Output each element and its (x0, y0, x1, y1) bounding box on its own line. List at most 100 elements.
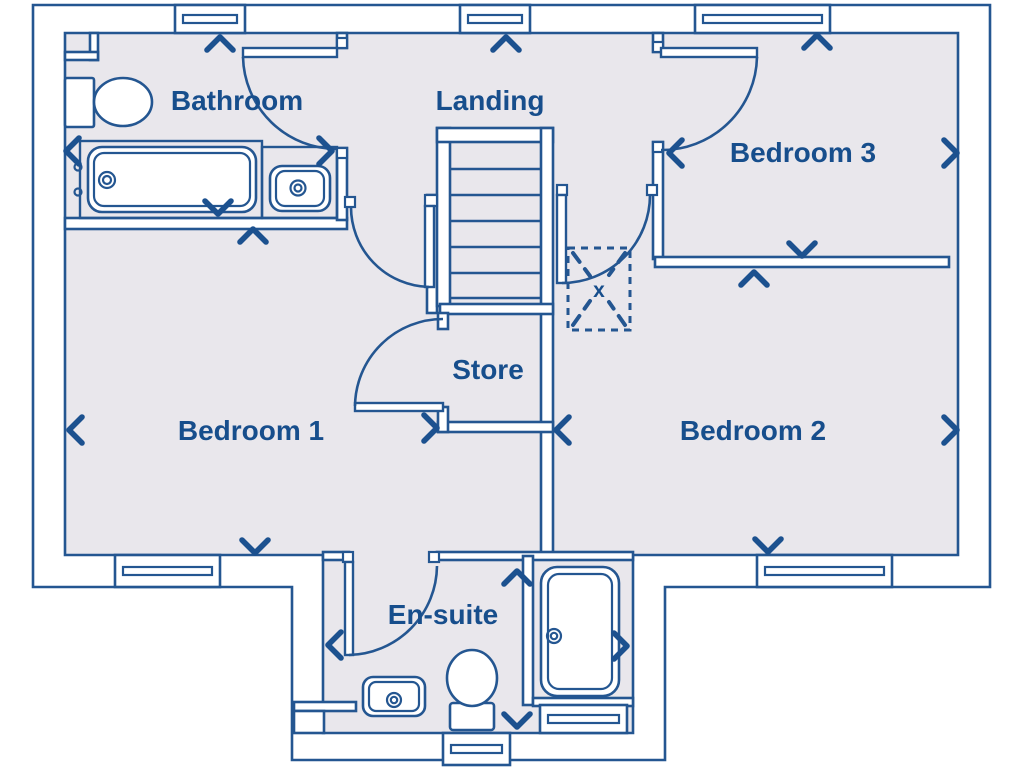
tap-handle (73, 187, 83, 197)
window-glazing (181, 13, 239, 25)
interior-walls (63, 31, 951, 735)
room-label-bedroom-2: Bedroom 2 (680, 415, 826, 446)
store-door (353, 317, 445, 413)
shower-drain-center (549, 631, 559, 641)
toilet-bowl (92, 76, 154, 128)
windows (113, 3, 894, 767)
arrow-down-icon (202, 198, 234, 217)
door-swing-arc (561, 194, 652, 285)
stairs-top-edge (435, 126, 555, 144)
window-bedroom1-bottom (113, 553, 222, 589)
ensuite-corner-boxing-h (292, 700, 358, 713)
door-leaf (343, 560, 355, 657)
arrow-down-icon (786, 240, 818, 259)
basin-tap-center (389, 695, 399, 705)
room-label-landing: Landing (436, 85, 545, 116)
wash-basin-inner (274, 169, 326, 208)
door-jamb (645, 183, 659, 197)
window-glazing (546, 713, 621, 725)
store-door-stub-top (436, 311, 450, 331)
basin-tap-center (293, 183, 303, 193)
arrow-up-icon (738, 269, 770, 288)
toilet-cistern (63, 76, 96, 129)
wash-basin-inner (367, 680, 421, 713)
door-jamb (555, 183, 569, 197)
window-glazing (466, 13, 524, 25)
loft-hatch: x (566, 246, 632, 332)
door-leaf (241, 46, 339, 59)
arrow-left-icon (325, 629, 344, 661)
arrow-up-icon (237, 226, 269, 245)
ensuite-fixtures (361, 565, 621, 732)
room-label-store: Store (452, 354, 524, 385)
window-glazing (763, 565, 886, 577)
bathroom-door (241, 36, 349, 160)
bathtub-tap-center (101, 174, 113, 186)
bathroom-bottom-wall (63, 216, 349, 231)
door-swing-arc (241, 56, 338, 151)
bathtub (86, 145, 258, 214)
arrow-down-icon (752, 536, 784, 555)
doors (241, 36, 759, 657)
bathtub-tap (97, 170, 117, 190)
store-top-wall (438, 302, 555, 316)
loft-hatch-diagonal (571, 251, 592, 278)
basin-counter (260, 145, 339, 220)
room-label-bedroom-3: Bedroom 3 (730, 137, 876, 168)
arrow-left-icon (66, 414, 85, 446)
ensuite-corner-boxing-box (292, 709, 326, 735)
arrow-down-icon (501, 711, 533, 730)
arrow-left-icon (63, 135, 82, 167)
door-leaf (423, 204, 436, 289)
arrow-down-icon (239, 537, 271, 556)
arrow-up-icon (490, 34, 522, 53)
loft-hatch-diagonal (571, 299, 592, 327)
arrow-up-icon (801, 32, 833, 51)
door-jamb (427, 550, 441, 564)
door-swing-arc (349, 205, 430, 289)
room-label-en-suite: En-suite (388, 599, 498, 630)
ensuite-shower-divider (521, 554, 535, 707)
window-bedroom3-top (693, 3, 832, 35)
window-landing-top (458, 3, 532, 35)
bedroom3-door (651, 40, 759, 154)
window-bedroom2-bottom (755, 553, 894, 589)
door-swing-arc (353, 317, 444, 407)
window-bathroom-top (173, 3, 247, 35)
arrow-right-icon (316, 135, 335, 167)
basin-tap (289, 179, 307, 197)
arrow-up-icon (501, 568, 533, 587)
ensuite-door (341, 550, 441, 657)
door-leaf (353, 401, 445, 413)
bathtub-inner (92, 151, 252, 208)
window-glazing (701, 13, 824, 25)
door-jamb (423, 193, 439, 208)
center-wall (539, 126, 555, 557)
arrow-right-icon (421, 412, 440, 444)
loft-hatch-diagonal (607, 251, 627, 277)
loft-hatch-outline (566, 246, 632, 332)
stairs-left-rail (435, 126, 452, 308)
direction-arrows (63, 32, 960, 730)
door-swing-arc (660, 56, 759, 152)
store-bottom-wall (436, 420, 555, 434)
door-jamb (651, 140, 665, 154)
loft-hatch-diagonal (607, 300, 627, 327)
basin-tap (385, 691, 403, 709)
door-jamb (341, 550, 355, 564)
arrow-left-icon (553, 414, 572, 446)
door-jamb (335, 146, 349, 160)
loft-hatch-label: x (593, 279, 605, 302)
shower-drain (545, 627, 563, 645)
room-label-bedroom-1: Bedroom 1 (178, 415, 324, 446)
arrow-right-icon (611, 630, 630, 662)
window-glazing (121, 565, 214, 577)
door-jamb (343, 195, 357, 209)
door-leaf (659, 46, 759, 59)
wash-basin (268, 164, 332, 213)
window-ensuite-bottom (441, 731, 512, 767)
ensuite-top-wall-east (435, 550, 635, 562)
door-swing-arc (348, 565, 439, 657)
